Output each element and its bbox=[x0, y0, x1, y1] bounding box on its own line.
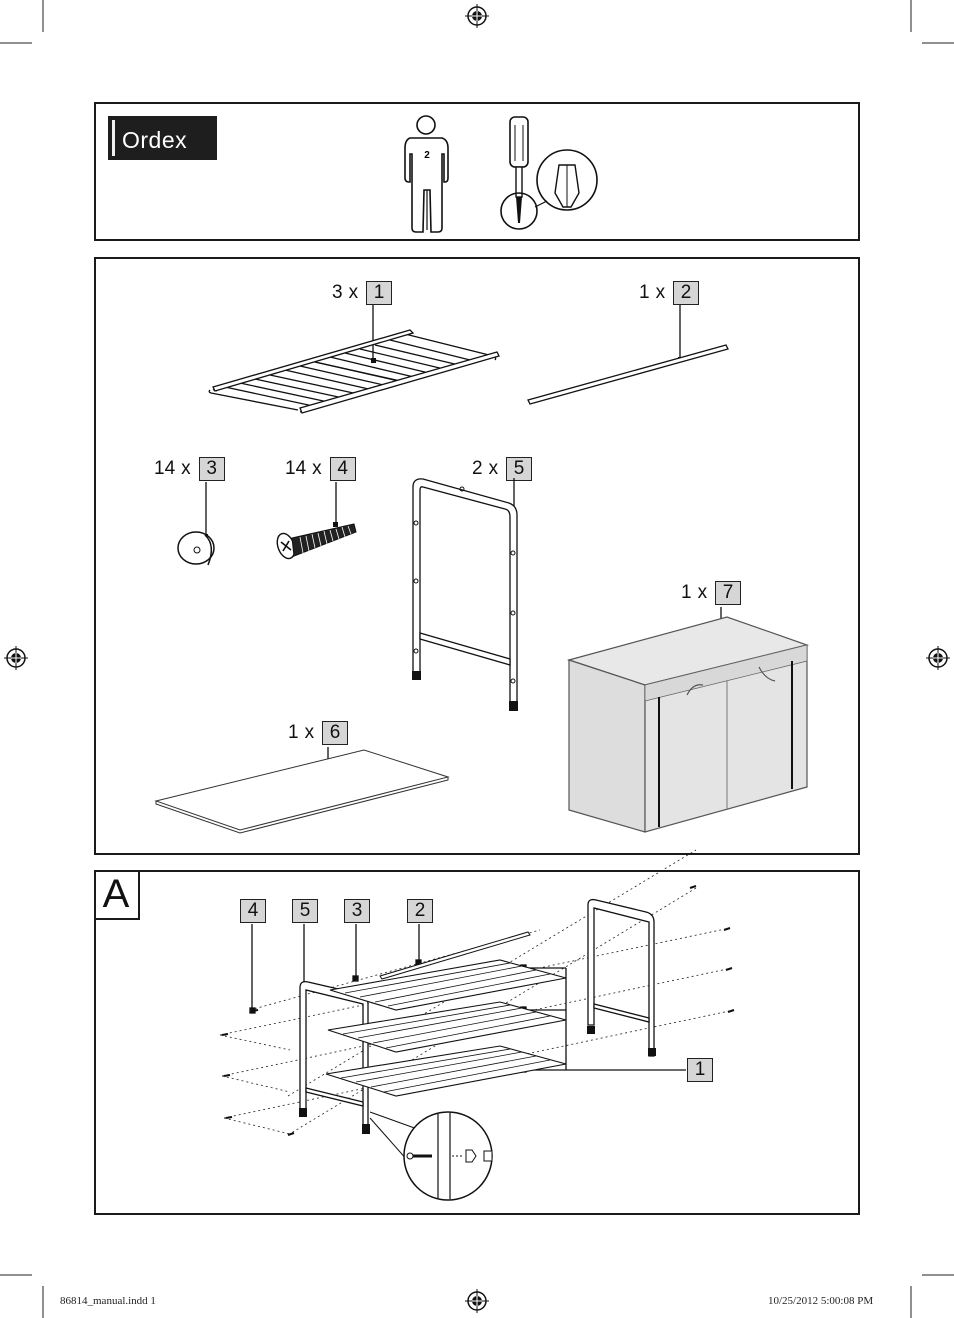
part-6-qty: 1 bbox=[288, 722, 299, 743]
callout-part-3-number: 3 bbox=[344, 899, 370, 923]
registration-mark-top bbox=[465, 4, 489, 28]
part-3-cap bbox=[177, 482, 215, 566]
part-5-qty: 2 bbox=[472, 458, 483, 479]
part-5-frame bbox=[412, 478, 518, 711]
part-1-qty: 3 bbox=[332, 282, 343, 303]
part-6-number: 6 bbox=[322, 721, 349, 745]
brand-logo-text: Ordex bbox=[122, 127, 188, 153]
callout-part-5: 5 bbox=[292, 899, 318, 923]
callout-part-2-number: 2 bbox=[407, 899, 433, 923]
two-persons-icon: 2 bbox=[404, 115, 449, 233]
part-4-qty: 14 bbox=[285, 458, 307, 479]
part-2-number: 2 bbox=[673, 281, 700, 305]
step-letter: A bbox=[94, 870, 140, 920]
registration-mark-right bbox=[926, 646, 950, 670]
callout-part-3: 3 bbox=[344, 899, 370, 923]
part-5-number: 5 bbox=[506, 457, 533, 481]
part-5-times: x bbox=[488, 458, 499, 479]
callout-part-4: 4 bbox=[240, 899, 266, 923]
part-3-times: x bbox=[181, 458, 191, 479]
part-4-number: 4 bbox=[329, 457, 356, 481]
part-3-qty: 14 bbox=[154, 458, 176, 479]
part-1-number: 1 bbox=[366, 281, 393, 305]
footer-filename: 86814_manual.indd 1 bbox=[60, 1295, 156, 1307]
part-1-times: x bbox=[348, 282, 359, 303]
part-7-qty: 1 bbox=[681, 582, 692, 603]
assembly-diagram bbox=[219, 849, 735, 1201]
part-7-times: x bbox=[697, 582, 708, 603]
persons-count: 2 bbox=[424, 150, 430, 161]
callout-part-5-number: 5 bbox=[292, 899, 318, 923]
screwdriver-icon bbox=[500, 116, 598, 230]
registration-mark-bottom bbox=[465, 1289, 489, 1313]
part-3-number: 3 bbox=[198, 457, 225, 481]
callout-part-1: 1 bbox=[687, 1058, 713, 1082]
callout-part-2: 2 bbox=[407, 899, 433, 923]
callout-part-1-number: 1 bbox=[687, 1058, 713, 1082]
header-panel bbox=[94, 102, 860, 241]
part-6-board bbox=[154, 747, 450, 834]
part-4-times: x bbox=[312, 458, 322, 479]
callout-part-4-number: 4 bbox=[240, 899, 266, 923]
part-2-rod bbox=[527, 305, 729, 405]
part-6-times: x bbox=[304, 722, 315, 743]
part-7-number: 7 bbox=[715, 581, 742, 605]
part-4-screw bbox=[276, 482, 357, 560]
footer-timestamp: 10/25/2012 5:00:08 PM bbox=[768, 1295, 874, 1307]
part-2-times: x bbox=[655, 282, 666, 303]
registration-mark-left bbox=[4, 646, 28, 670]
part-2-qty: 1 bbox=[639, 282, 650, 303]
brand-logo: Ordex bbox=[108, 116, 217, 160]
part-7-cover bbox=[566, 607, 810, 833]
part-1-shelf bbox=[208, 305, 500, 414]
